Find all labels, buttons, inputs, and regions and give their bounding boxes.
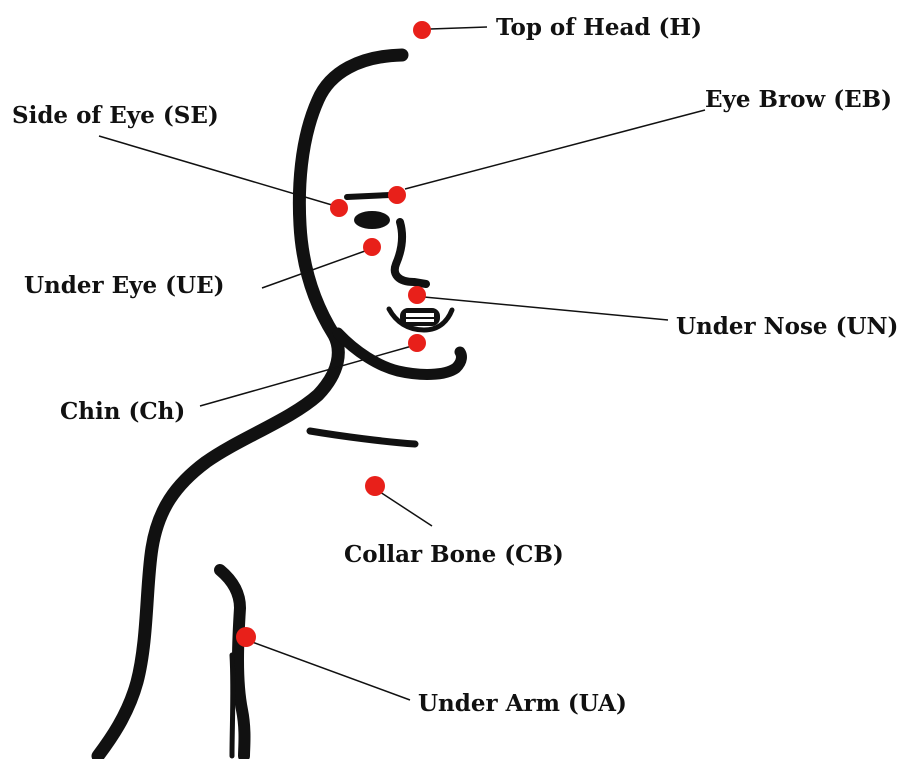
- mouth-shape: [389, 308, 452, 330]
- collar-bone-line: [310, 431, 415, 444]
- point-eye-brow: [388, 186, 406, 204]
- label-under-nose: Under Nose (UN): [676, 315, 898, 338]
- leader-line-ua: [252, 642, 410, 700]
- point-top-of-head: [413, 21, 431, 39]
- eye-shape: [354, 211, 390, 229]
- leader-line-cb: [380, 492, 432, 526]
- label-collar-bone: Collar Bone (CB): [344, 543, 564, 566]
- label-eye-brow: Eye Brow (EB): [705, 88, 892, 111]
- point-chin: [408, 334, 426, 352]
- leader-line-h: [430, 27, 487, 29]
- leader-line-un: [424, 297, 668, 320]
- point-under-arm: [236, 627, 256, 647]
- nose-outline: [395, 222, 426, 284]
- leader-line-eb: [405, 110, 705, 189]
- point-side-of-eye: [330, 199, 348, 217]
- jaw-outline: [338, 333, 461, 374]
- point-under-nose: [408, 286, 426, 304]
- eyebrow-mark: [347, 195, 390, 197]
- label-under-eye: Under Eye (UE): [24, 274, 225, 297]
- point-collar-bone: [365, 476, 385, 496]
- label-top-of-head: Top of Head (H): [496, 16, 702, 39]
- point-under-eye: [363, 238, 381, 256]
- arm-inner-line: [232, 655, 233, 756]
- label-chin: Chin (Ch): [60, 400, 185, 423]
- label-side-of-eye: Side of Eye (SE): [12, 104, 219, 127]
- label-under-arm: Under Arm (UA): [418, 692, 627, 715]
